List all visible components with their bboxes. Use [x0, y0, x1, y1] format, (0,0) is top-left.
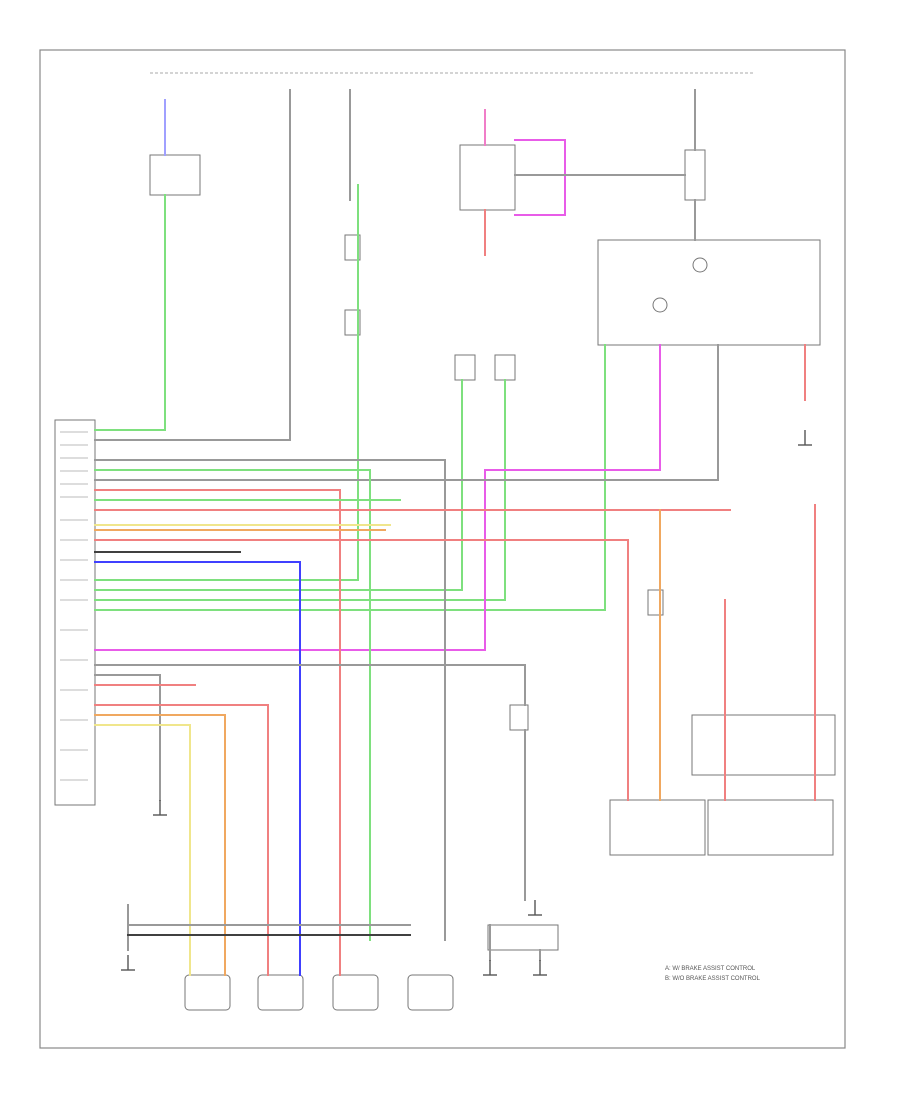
wheel-sensor-rl	[407, 974, 454, 1011]
combination-meter-a	[609, 799, 706, 856]
ground-icon	[483, 960, 497, 976]
sensor-connector-d	[494, 354, 516, 381]
abs-ecu-box	[54, 419, 96, 806]
combination-meter-b	[707, 799, 834, 856]
wheel-sensor-fl	[257, 974, 304, 1011]
legend-item-b: B: W/O BRAKE ASSIST CONTROL	[665, 976, 761, 982]
ground-icon	[798, 430, 812, 446]
motor-icon	[692, 257, 708, 273]
wheel-sensor-fr	[184, 974, 231, 1011]
sensor-connector-a	[344, 234, 361, 261]
ecu-pins	[60, 431, 88, 781]
solenoid-icon	[652, 297, 668, 313]
ground-symbols	[121, 430, 812, 976]
ground-icon	[121, 955, 135, 971]
legend-item-a: A: W/ BRAKE ASSIST CONTROL	[665, 966, 756, 972]
sensor-connector-c	[454, 354, 476, 381]
diagram-border	[39, 49, 846, 1049]
ground-icon	[153, 800, 167, 816]
wheel-sensor-rr	[332, 974, 379, 1011]
ground-icon	[533, 960, 547, 976]
ground-icon	[528, 900, 542, 916]
pump-motor-box	[597, 239, 821, 346]
brake-switch-box	[149, 154, 201, 196]
sensor-connector-b	[344, 309, 361, 336]
relay-box	[684, 149, 706, 201]
wires	[94, 89, 816, 976]
junction-block-box	[691, 714, 836, 776]
yaw-sensor-box	[487, 924, 559, 951]
abs-actuator-box	[459, 144, 516, 211]
pressure-sensor-box	[509, 704, 529, 731]
